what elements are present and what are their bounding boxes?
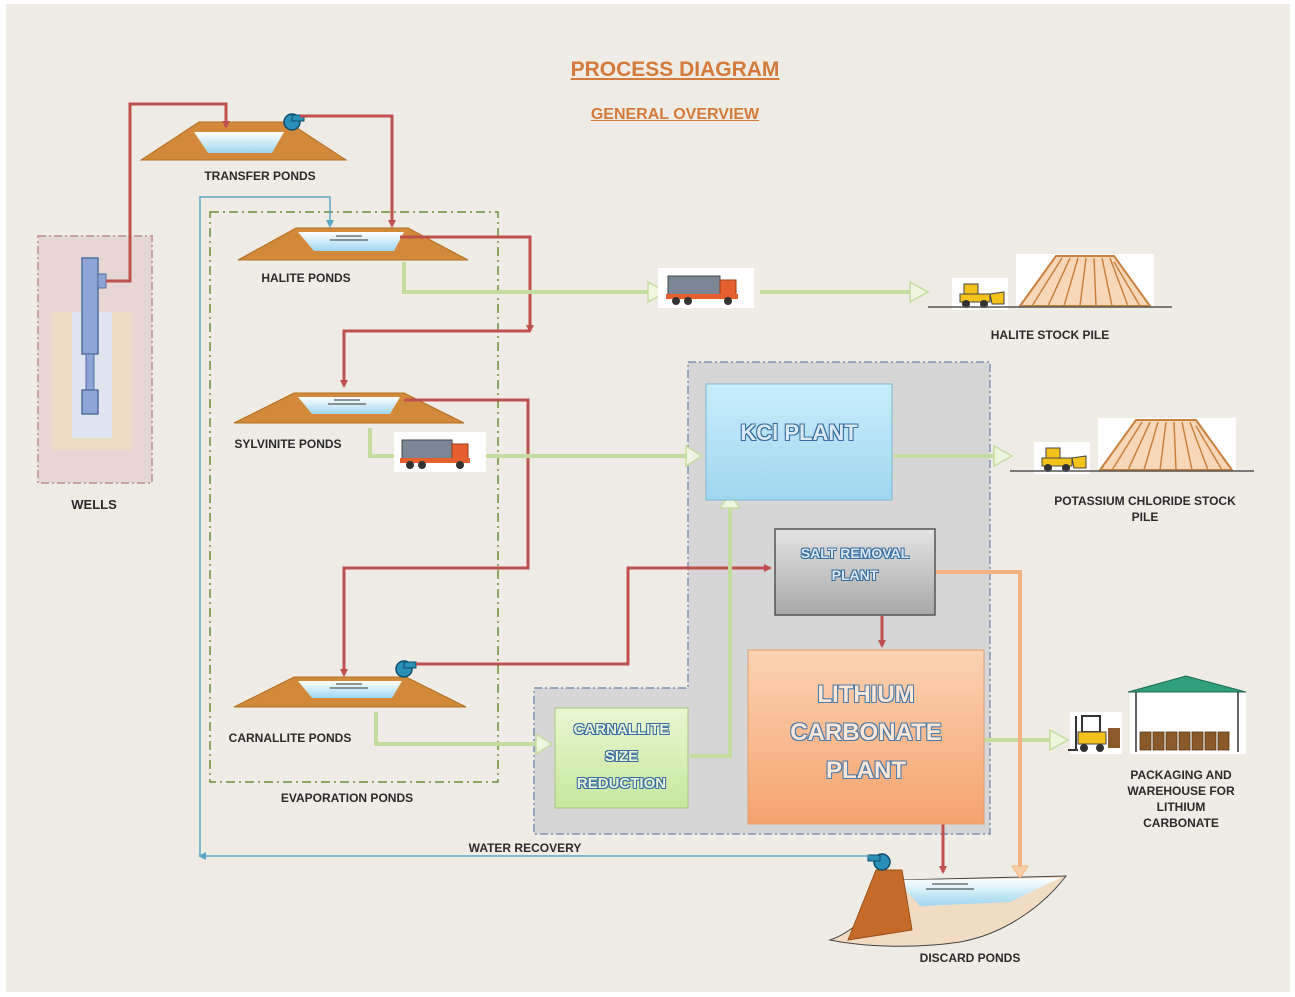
kcl-plant-box[interactable] xyxy=(705,383,893,501)
sylvinite-pond xyxy=(233,392,465,424)
pump-icon xyxy=(395,660,417,678)
loader-icon xyxy=(952,278,1008,310)
evaporation-ponds-area xyxy=(209,211,499,783)
salt-removal-plant-label: SALT REMOVAL PLANT xyxy=(800,545,910,583)
well-icon xyxy=(37,235,153,484)
brine-flow-lines xyxy=(106,102,947,874)
halite-pond xyxy=(237,227,469,261)
stock-pile-icon xyxy=(928,254,1172,308)
label-transfer-ponds: TRANSFER PONDS xyxy=(204,169,316,183)
lithium-carbonate-plant-box[interactable] xyxy=(747,649,985,825)
stock-pile-icon xyxy=(1010,418,1254,472)
loader-icon xyxy=(1034,442,1090,474)
label-halite-stock-pile: HALITE STOCK PILE xyxy=(990,328,1110,342)
page-subtitle: GENERAL OVERVIEW xyxy=(590,106,760,123)
waste-flow-arrowhead xyxy=(1011,865,1029,879)
carnallite-size-reduction-box[interactable] xyxy=(554,707,689,809)
label-potassium-chloride-stock-pile: POTASSIUM CHLORIDE STOCK PILE xyxy=(1054,494,1236,524)
solids-flow-lines xyxy=(368,262,1050,758)
water-recovery-line xyxy=(198,196,870,860)
solids-flow-arrowheads xyxy=(535,280,1070,756)
label-packaging-warehouse: PACKAGING AND WAREHOUSE FOR LITHIUM CARB… xyxy=(1127,768,1235,830)
transfer-pond xyxy=(139,121,348,161)
page-title: PROCESS DIAGRAM xyxy=(570,58,780,81)
dump-truck-icon xyxy=(658,268,754,308)
warehouse-icon xyxy=(1127,675,1247,754)
label-halite-ponds: HALITE PONDS xyxy=(261,271,351,285)
label-wells: WELLS xyxy=(71,497,117,512)
carnallite-pond xyxy=(233,676,467,708)
pump-icon xyxy=(867,853,891,871)
label-evaporation-ponds: EVAPORATION PONDS xyxy=(280,791,414,805)
lithium-carbonate-plant-label: LITHIUM CARBONATE PLANT xyxy=(790,681,942,784)
dump-truck-icon xyxy=(394,432,486,472)
label-sylvinite-ponds: SYLVINITE PONDS xyxy=(234,437,342,451)
label-carnallite-ponds: CARNALLITE PONDS xyxy=(228,731,352,745)
label-water-recovery: WATER RECOVERY xyxy=(468,841,582,855)
pump-icon xyxy=(283,113,305,131)
kcl-plant-label: KCl PLANT xyxy=(740,420,858,445)
salt-removal-plant-box[interactable] xyxy=(774,528,936,616)
carnallite-size-reduction-label: CARNALLITE SIZE REDUCTION xyxy=(573,721,670,792)
waste-flow-line xyxy=(936,570,1022,868)
label-discard-ponds: DISCARD PONDS xyxy=(919,951,1021,965)
forklift-icon xyxy=(1068,712,1122,754)
discard-pond xyxy=(828,869,1068,947)
